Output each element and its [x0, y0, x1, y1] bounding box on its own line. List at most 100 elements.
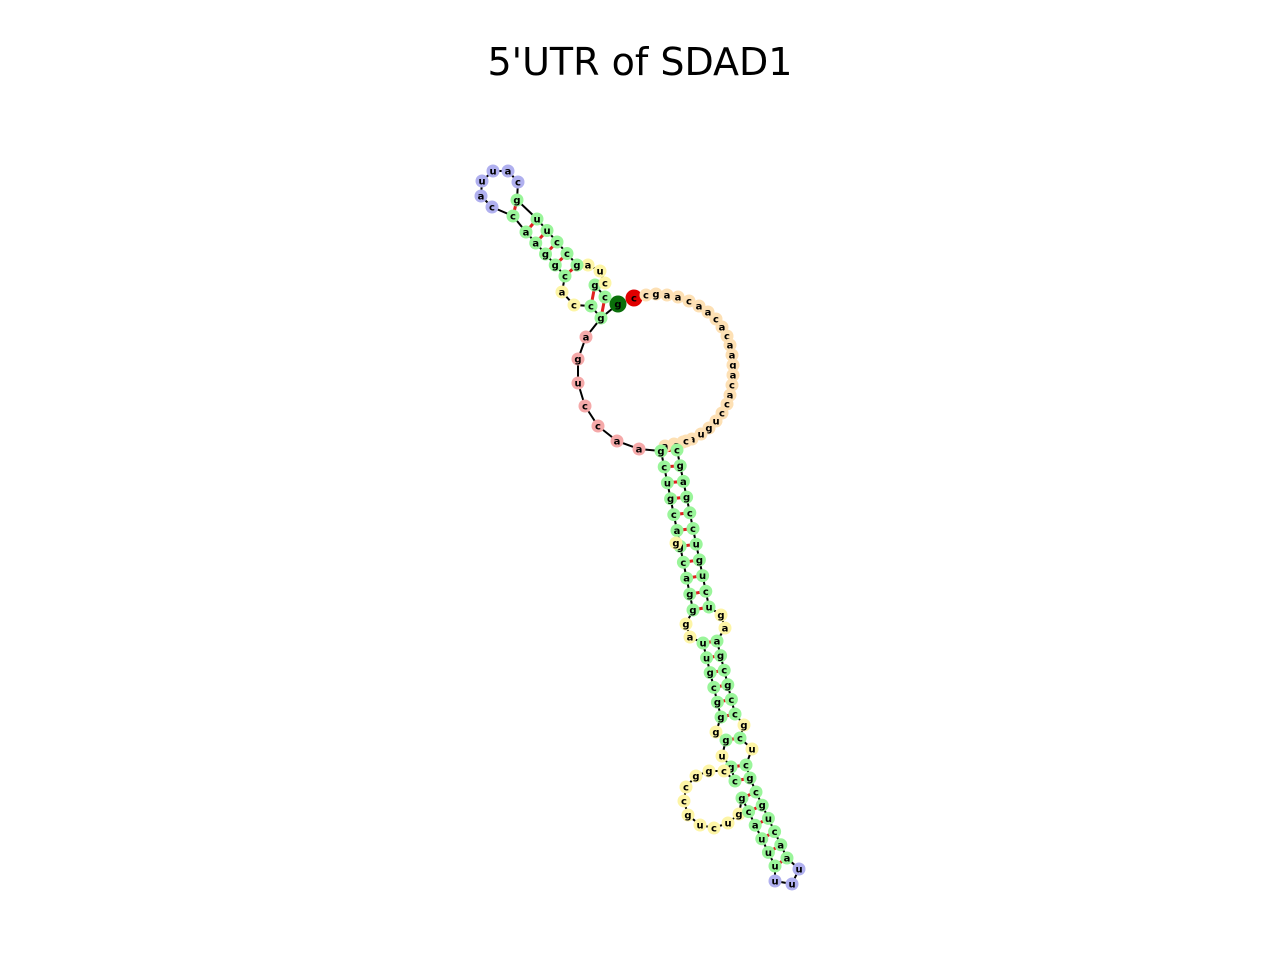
lower-stem-nucleotide: c [657, 460, 671, 474]
nucleotide-letter: a [752, 821, 759, 832]
bottom-hairpin-loop-nucleotide: u [792, 862, 806, 876]
nucleotide-circle [702, 600, 716, 614]
nucleotide-circle [728, 707, 742, 721]
lower-stem-nucleotide: g [673, 459, 687, 473]
five-prime-end-nucleotide: g [609, 295, 627, 313]
top-interior-loop-nucleotide: a [581, 258, 595, 272]
multiloop-nucleotide: g [571, 352, 585, 366]
nucleotide-letter: u [748, 745, 755, 756]
bottom-stem-nucleotide: c [768, 825, 782, 839]
nucleotide-letter: a [705, 308, 712, 319]
top-small-stem-nucleotide: g [594, 311, 608, 325]
nucleotide-circle [506, 209, 520, 223]
nucleotide-circle [780, 851, 794, 865]
nucleotide-letter: c [721, 666, 727, 677]
nucleotide-letter: c [711, 824, 717, 835]
nucleotide-circle [632, 442, 646, 456]
nucleotide-circle [519, 225, 533, 239]
nucleotide-letter: a [585, 261, 592, 272]
multiloop-nucleotide: u [571, 376, 585, 390]
lower-interior-loop-nucleotide: g [709, 725, 723, 739]
nucleotide-circle [474, 189, 488, 203]
nucleotide-letter: u [699, 571, 706, 582]
bottom-hairpin-loop-nucleotide: u [785, 877, 799, 891]
nucleotide-circle [707, 680, 721, 694]
nucleotide-letter: a [532, 239, 539, 250]
nucleotide-circle [686, 522, 700, 535]
mid-interior-loop-nucleotide: a [718, 621, 732, 635]
lower-stem-nucleotide: u [689, 537, 703, 551]
nucleotide-circle [714, 608, 728, 622]
nucleotide-letter: a [727, 341, 734, 352]
lower-stem-nucleotide: a [676, 474, 690, 488]
multiloop-nucleotide: a [610, 434, 624, 448]
nucleotide-circle [669, 536, 683, 550]
nucleotide-circle [598, 276, 612, 290]
top-interior-loop-nucleotide: a [555, 285, 569, 299]
nucleotide-circle [671, 290, 685, 304]
top-hairpin-loop-nucleotide: u [486, 164, 500, 178]
lower-stem-nucleotide: u [702, 600, 716, 614]
three-prime-tail-nucleotide: a [725, 348, 739, 362]
lower-stem-nucleotide: g [654, 444, 668, 458]
nucleotide-circle [598, 290, 612, 304]
nucleotide-letter: c [728, 695, 734, 706]
nucleotide-letter: g [746, 774, 753, 785]
lower-stem-nucleotide: c [670, 443, 684, 457]
nucleotide-letter: g [727, 763, 734, 774]
nucleotide-letter: g [614, 300, 621, 311]
nucleotide-circle [593, 264, 607, 278]
nucleotide-letter: a [664, 291, 671, 302]
top-stem-nucleotide: g [570, 258, 584, 272]
nucleotide-letter: g [705, 424, 712, 435]
nucleotide-circle [679, 617, 693, 631]
top-small-stem-nucleotide: c [584, 299, 598, 313]
middle-stem-nucleotide: u [696, 636, 710, 650]
top-stem-nucleotide: c [506, 209, 520, 223]
nucleotide-letter: a [777, 840, 784, 851]
lower-stem-nucleotide: c [676, 555, 690, 569]
middle-stem-nucleotide: c [728, 774, 742, 788]
nucleotide-letter: g [729, 361, 736, 372]
lower-stem-nucleotide: c [667, 508, 681, 522]
nucleotide-letter: a [614, 437, 621, 448]
nucleotide-letter: g [717, 651, 724, 662]
nucleotide-letter: g [573, 261, 580, 272]
nucleotide-letter: c [683, 783, 689, 794]
top-stem-nucleotide: a [519, 225, 533, 239]
nucleotide-letter: a [636, 445, 643, 456]
nucleotide-circle [550, 235, 564, 249]
nucleotide-letter: a [727, 391, 734, 402]
nucleotide-letter: c [753, 788, 759, 799]
three-prime-tail-nucleotide: a [726, 368, 740, 382]
nucleotide-circle [725, 348, 739, 362]
three-prime-tail-nucleotide: c [639, 288, 653, 302]
lower-stem-nucleotide: a [670, 524, 684, 537]
bottom-stem-nucleotide: u [768, 859, 782, 873]
middle-stem-nucleotide: c [739, 758, 753, 772]
nucleotide-circle [679, 434, 693, 448]
nucleotide-letter: g [513, 196, 520, 207]
nucleotide-circle [670, 524, 684, 537]
lower-interior-loop-nucleotide: u [745, 742, 759, 756]
nucleotide-circle [717, 663, 731, 677]
nucleotide-circle [676, 474, 690, 488]
nucleotide-letter: c [602, 293, 608, 304]
nucleotide-letter: u [533, 215, 540, 226]
nucleotide-letter: c [721, 767, 727, 778]
middle-stem-nucleotide: a [710, 634, 724, 648]
nucleotide-letter: c [724, 332, 730, 343]
nucleotide-circle [725, 378, 739, 392]
top-hairpin-loop-nucleotide: c [485, 200, 499, 214]
nucleotide-circle [723, 338, 737, 352]
nucleotide-letter: c [631, 294, 637, 305]
nucleotide-letter: u [699, 639, 706, 650]
nucleotide-letter: u [795, 865, 802, 876]
nucleotide-circle [677, 794, 691, 808]
nucleotide-circle [721, 816, 735, 830]
top-hairpin-loop-nucleotide: c [511, 175, 525, 189]
lower-stem-nucleotide: g [686, 603, 700, 617]
nucleotide-letter: u [478, 177, 485, 188]
nucleotide-letter: u [664, 478, 671, 489]
